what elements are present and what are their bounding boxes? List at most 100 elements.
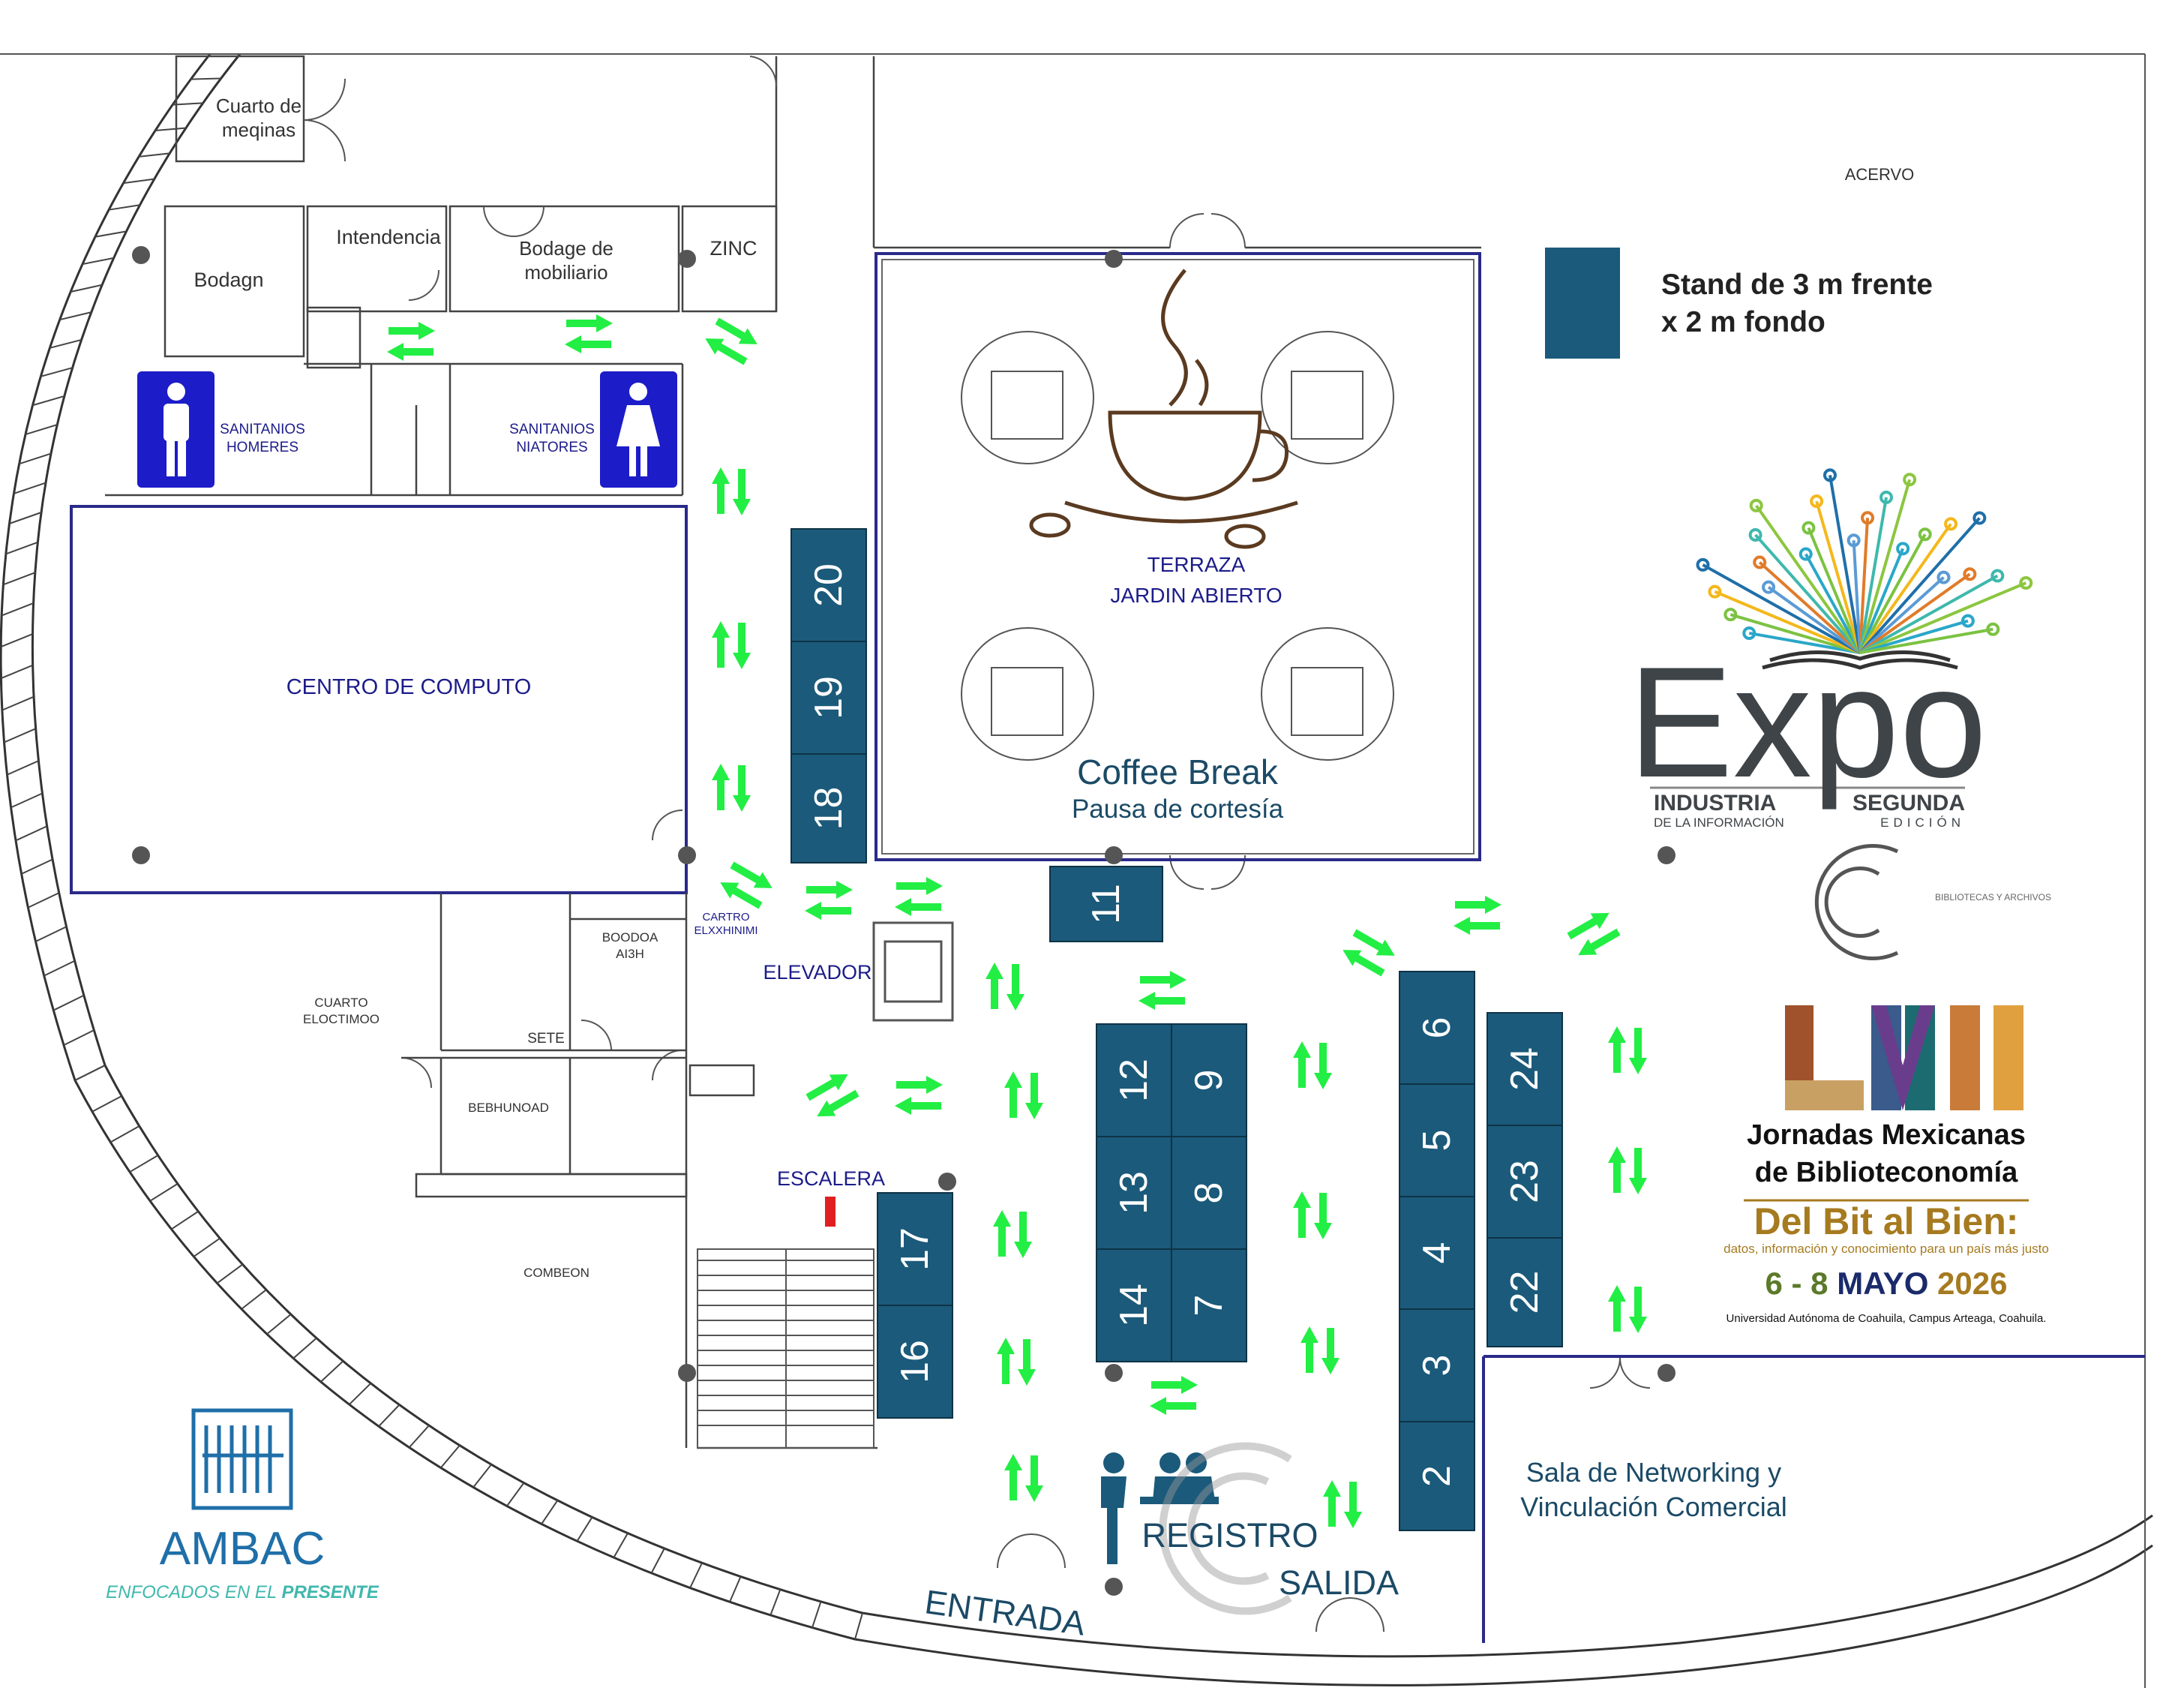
wall-rib bbox=[812, 1601, 822, 1628]
coffee-cup-icon bbox=[1029, 269, 1298, 549]
expo-ray-node bbox=[1936, 570, 1951, 584]
stand-7[interactable]: 7 bbox=[1171, 1248, 1247, 1362]
wall-rib bbox=[14, 482, 46, 494]
wall-rib bbox=[576, 1516, 593, 1542]
expo-ray-node bbox=[1880, 490, 1894, 504]
wall-rib bbox=[1, 602, 34, 617]
label-elevador: ELEVADOR bbox=[763, 961, 872, 984]
wall-rib bbox=[32, 395, 65, 407]
stand-number: 18 bbox=[807, 787, 850, 830]
expo-ray-node bbox=[1944, 517, 1958, 531]
flow-arrow bbox=[1004, 1071, 1043, 1119]
stand-number: 17 bbox=[893, 1227, 937, 1271]
stand-17[interactable]: 17 bbox=[877, 1192, 953, 1306]
wall-rib bbox=[108, 204, 140, 211]
stand-23[interactable]: 23 bbox=[1486, 1125, 1563, 1239]
wall-rib bbox=[172, 102, 203, 106]
stand-4[interactable]: 4 bbox=[1399, 1196, 1475, 1310]
stand-24[interactable]: 24 bbox=[1486, 1012, 1563, 1126]
stand-number: 8 bbox=[1187, 1182, 1231, 1204]
stand-16[interactable]: 16 bbox=[877, 1305, 953, 1419]
stand-number: 9 bbox=[1187, 1070, 1231, 1092]
stand-11[interactable]: 11 bbox=[1049, 866, 1163, 942]
label-terraza: TERRAZA bbox=[1148, 553, 1246, 576]
wall-rib bbox=[770, 1589, 782, 1616]
expo-ray bbox=[1859, 574, 1999, 654]
jornadas-dates: 6 - 8 MAYO 2026 bbox=[1766, 1266, 2008, 1301]
stand-box bbox=[1171, 1136, 1247, 1250]
stand-9[interactable]: 9 bbox=[1171, 1023, 1247, 1137]
registro-c-watermark bbox=[1159, 1442, 1292, 1615]
expo-ray bbox=[1828, 475, 1862, 653]
restroom-women-sign bbox=[600, 371, 677, 488]
expo-edicion: EDICIÓN bbox=[1880, 815, 1965, 830]
stand-box bbox=[1486, 1237, 1563, 1347]
stand-14[interactable]: 14 bbox=[1096, 1248, 1172, 1362]
lvii-letter-bar bbox=[1785, 1080, 1864, 1110]
stand-6[interactable]: 6 bbox=[1399, 971, 1475, 1085]
stand-13[interactable]: 13 bbox=[1096, 1136, 1172, 1250]
expo-ray bbox=[1858, 518, 1870, 653]
label-registro: REGISTRO bbox=[1142, 1516, 1318, 1554]
expo-ray-node bbox=[1802, 521, 1816, 535]
expo-ray-node bbox=[1972, 511, 1987, 525]
stand-12[interactable]: 12 bbox=[1096, 1023, 1172, 1137]
stand-number: 2 bbox=[1415, 1465, 1459, 1487]
expo-ray bbox=[1858, 523, 1952, 654]
wall-rib bbox=[10, 792, 43, 809]
stand-19[interactable]: 19 bbox=[790, 641, 867, 755]
flow-arrow bbox=[1323, 1480, 1362, 1528]
stand-box bbox=[1096, 1248, 1172, 1362]
wall-rib bbox=[27, 892, 60, 909]
stand-20[interactable]: 20 bbox=[790, 528, 867, 642]
expo-ray-node bbox=[1861, 511, 1875, 525]
lvii-letter-bar bbox=[1950, 1005, 1980, 1110]
wall-rib bbox=[3, 572, 36, 586]
stand-8[interactable]: 8 bbox=[1171, 1136, 1247, 1250]
wall-rib bbox=[216, 1263, 243, 1284]
label-combeon: COMBEON bbox=[524, 1266, 590, 1280]
wall-rib bbox=[348, 1383, 372, 1405]
stand-2[interactable]: 2 bbox=[1399, 1421, 1475, 1531]
label-acervo: ACERVO bbox=[1845, 165, 1915, 184]
wall-rib bbox=[613, 1533, 628, 1558]
stand-18[interactable]: 18 bbox=[790, 753, 867, 864]
flow-arrow bbox=[997, 1338, 1036, 1386]
wall-rib bbox=[94, 230, 127, 238]
stand-box bbox=[1049, 866, 1163, 942]
expo-ray bbox=[1858, 517, 1981, 654]
columns bbox=[132, 246, 1676, 1596]
stand-number: 24 bbox=[1503, 1047, 1546, 1091]
expo-ray-node bbox=[1810, 494, 1824, 509]
stand-box bbox=[1399, 1083, 1475, 1197]
wall-rib bbox=[44, 960, 76, 977]
expo-ray bbox=[1755, 504, 1862, 654]
expo-ray bbox=[1858, 497, 1888, 653]
stand-22[interactable]: 22 bbox=[1486, 1237, 1563, 1347]
wall-rib bbox=[7, 760, 39, 776]
stand-3[interactable]: 3 bbox=[1399, 1308, 1475, 1422]
stand-number: 11 bbox=[1084, 884, 1128, 924]
wall-rib bbox=[139, 152, 170, 158]
wall-rib bbox=[2, 695, 34, 711]
expo-ray-node bbox=[1748, 527, 1762, 542]
wall-rib bbox=[123, 178, 154, 185]
expo-ray-node bbox=[1896, 542, 1910, 556]
stand-5[interactable]: 5 bbox=[1399, 1083, 1475, 1197]
wall-rib bbox=[15, 825, 48, 842]
expo-ray-node bbox=[1749, 498, 1763, 512]
expo-ray-node bbox=[1963, 567, 1977, 581]
stair-marker bbox=[825, 1197, 836, 1227]
flow-arrow bbox=[1004, 1454, 1043, 1502]
stand-number: 7 bbox=[1187, 1295, 1231, 1317]
lvii-v-shape bbox=[1871, 1005, 1935, 1110]
ambac-slogan-b: PRESENTE bbox=[281, 1582, 379, 1602]
expo-segunda: SEGUNDA bbox=[1852, 791, 1965, 815]
expo-ray bbox=[1859, 619, 1969, 654]
expo-ray bbox=[1804, 553, 1862, 653]
